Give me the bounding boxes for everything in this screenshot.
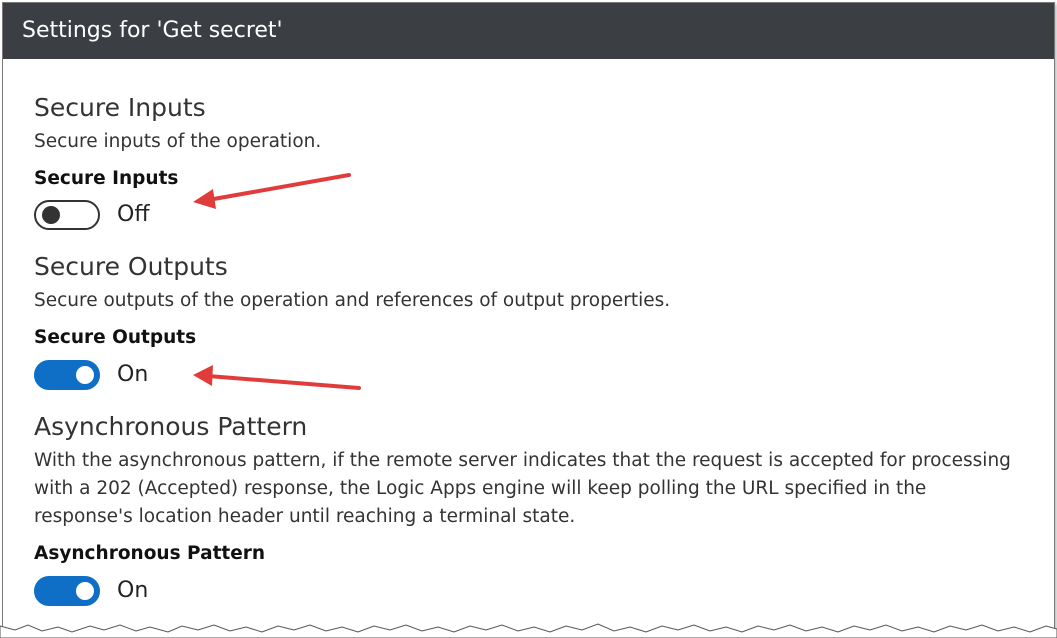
arrow-to-secure-outputs [193,365,361,390]
async-pattern-state: On [117,578,149,603]
secure-inputs-state: Off [117,202,150,227]
arrow-to-secure-inputs [193,173,351,209]
toggle-knob [76,582,94,600]
async-pattern-description-line-3: response's location header until reachin… [34,506,576,527]
secure-outputs-label: Secure Outputs [34,327,197,348]
secure-outputs-state: On [117,362,149,387]
torn-edge [0,623,1057,638]
dialog-header: Settings for 'Get secret' [3,3,1054,59]
secure-outputs-heading: Secure Outputs [34,252,228,281]
secure-outputs-toggle[interactable] [34,360,100,390]
dialog-title: Settings for 'Get secret' [22,18,283,43]
secure-inputs-heading: Secure Inputs [34,93,206,122]
async-pattern-description-line-2: with a 202 (Accepted) response, the Logi… [34,478,927,499]
async-pattern-heading: Asynchronous Pattern [34,412,308,441]
async-pattern-label: Asynchronous Pattern [34,543,266,564]
async-pattern-description-line-1: With the asynchronous pattern, if the re… [34,450,1011,471]
toggle-knob [76,366,94,384]
toggle-knob [42,206,60,224]
secure-inputs-toggle[interactable] [34,200,100,230]
async-pattern-toggle[interactable] [34,576,100,606]
secure-inputs-description: Secure inputs of the operation. [34,131,322,152]
secure-inputs-label: Secure Inputs [34,168,179,189]
secure-outputs-description: Secure outputs of the operation and refe… [34,290,671,311]
